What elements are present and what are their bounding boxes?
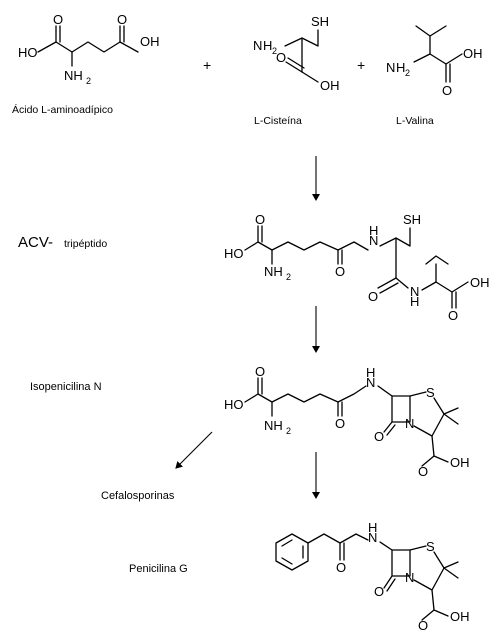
penicillin-g-structure: O N H S N O O OH — [275, 520, 470, 633]
atom-label: O — [276, 50, 286, 65]
atom-label: O — [442, 83, 452, 98]
atom-label: O — [255, 364, 265, 379]
atom-label: NH — [264, 264, 283, 279]
atom-subscript: 2 — [272, 46, 277, 56]
atom-label: HO — [224, 246, 244, 261]
atom-subscript: 2 — [286, 426, 291, 436]
atom-label: O — [418, 464, 428, 479]
atom-subscript: 2 — [405, 68, 410, 78]
atom-label: O — [336, 560, 346, 575]
atom-label: NH — [64, 68, 83, 83]
cysteine-structure: SH N H 2 O OH — [253, 14, 340, 93]
atom-label: N — [366, 375, 375, 390]
penicillin-g-label: Penicilina G — [129, 563, 188, 575]
atom-label: N — [368, 530, 377, 545]
atom-label: O — [53, 12, 63, 27]
atom-label: N — [253, 38, 262, 53]
atom-label: H — [263, 38, 272, 53]
atom-subscript: 2 — [286, 272, 291, 282]
acv-structure: HO O NH 2 O N H SH O N H O OH — [224, 212, 490, 323]
cephalosporins-label: Cefalosporinas — [101, 490, 175, 502]
atom-label: N — [386, 60, 395, 75]
aminoadipic-acid-label: Ácido L-aminoadípico — [12, 103, 113, 116]
atom-label: OH — [320, 78, 340, 93]
atom-label: SH — [311, 14, 329, 29]
atom-label: H — [368, 520, 377, 535]
atom-label: S — [426, 385, 435, 400]
atom-label: H — [369, 223, 378, 238]
atom-label: OH — [470, 275, 490, 290]
isopenicillin-structure: HO O NH 2 O N H S N O O OH — [224, 364, 470, 479]
atom-label: O — [335, 264, 345, 279]
atom-label: H — [410, 294, 419, 309]
atom-label: OH — [463, 46, 483, 61]
valine-structure: N H 2 O OH — [386, 25, 483, 98]
plus-sign: + — [203, 57, 211, 73]
atom-label: N — [405, 416, 414, 431]
valine-label: L-Valina — [396, 115, 434, 127]
reaction-arrow — [175, 431, 213, 469]
atom-label: O — [374, 429, 384, 444]
atom-label: O — [448, 308, 458, 323]
atom-label: N — [369, 233, 378, 248]
atom-label: HO — [18, 45, 38, 60]
atom-label: NH — [264, 418, 283, 433]
atom-label: O — [117, 12, 127, 27]
atom-label: O — [418, 618, 428, 633]
atom-label: O — [255, 212, 265, 227]
atom-label: N — [405, 570, 414, 585]
acv-label: ACV- — [18, 234, 53, 251]
atom-label: OH — [450, 455, 470, 470]
atom-label: O — [374, 584, 384, 599]
atom-label: OH — [140, 34, 160, 49]
isopenicillin-label: Isopenicilina N — [30, 381, 102, 393]
atom-label: HO — [224, 397, 244, 412]
atom-label: O — [368, 289, 378, 304]
atom-label: OH — [450, 609, 470, 624]
atom-label: SH — [403, 212, 421, 227]
atom-label: S — [426, 539, 435, 554]
cysteine-label: L-Cisteína — [254, 115, 302, 127]
atom-label: H — [396, 60, 405, 75]
atom-label: N — [410, 284, 419, 299]
aminoadipic-acid-structure: HO O O OH NH 2 — [18, 12, 160, 86]
acv-sublabel: tripéptido — [64, 238, 107, 250]
atom-subscript: 2 — [86, 76, 91, 86]
atom-label: H — [366, 365, 375, 380]
atom-label: O — [335, 416, 345, 431]
plus-sign: + — [357, 57, 365, 73]
